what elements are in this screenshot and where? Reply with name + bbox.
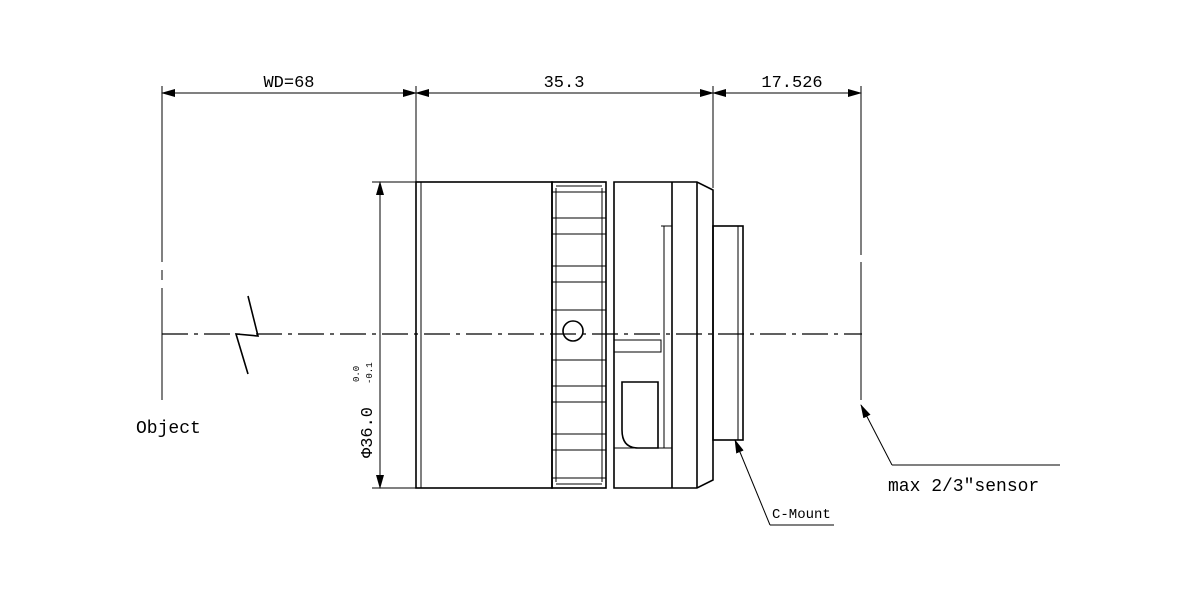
diameter-dimension-text: Φ36.0 — [359, 407, 378, 458]
extension-lines — [161, 86, 862, 489]
focus-ring — [551, 181, 607, 489]
lens-body — [415, 181, 744, 489]
front-barrel — [415, 181, 553, 489]
object-label: Object — [136, 419, 201, 439]
mount-label: C-Mount — [772, 507, 831, 523]
aperture-slot — [621, 381, 659, 449]
dimension-lines — [161, 89, 862, 489]
tolerance-lower-group: -0.1 — [365, 362, 375, 384]
lock-screw — [562, 320, 584, 342]
flange-dimension-text: 17.526 — [761, 74, 822, 93]
diameter-tolerance-upper: 0.0 — [352, 366, 362, 382]
c-mount-thread — [712, 225, 744, 441]
length-dimension-text: 35.3 — [544, 74, 585, 93]
tolerance-upper-group: 0.0 — [352, 366, 362, 382]
diameter-tolerance-lower: -0.1 — [365, 362, 375, 384]
sensor-label: max 2/3"sensor — [888, 477, 1039, 497]
diameter-dimension-text-group: Φ36.0 — [359, 407, 378, 458]
wd-dimension-text: WD=68 — [263, 74, 314, 93]
sensor-leader — [860, 404, 1060, 466]
mount-leader — [734, 439, 834, 526]
optical-axis — [162, 295, 862, 375]
rear-housing — [613, 181, 714, 489]
break-symbol — [234, 295, 260, 375]
